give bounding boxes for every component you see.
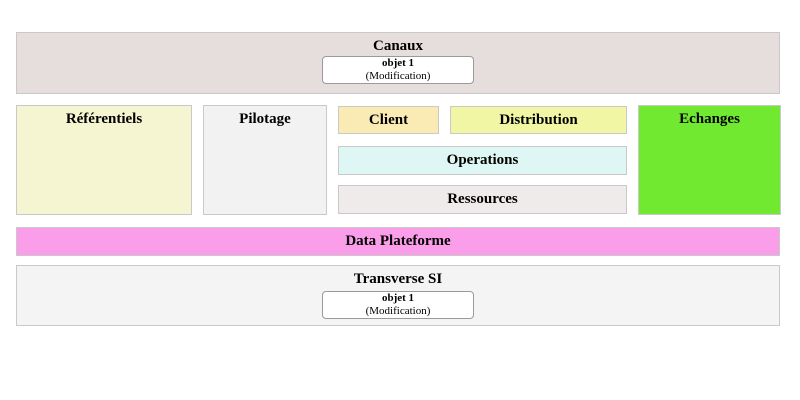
canaux-objet-node[interactable]: objet 1 (Modification) [322, 56, 474, 84]
zone-ressources-label: Ressources [447, 191, 518, 208]
canaux-objet-name: objet 1 [381, 57, 415, 70]
transverse-si-objet-detail: (Modification) [365, 305, 431, 317]
zone-transverse-si[interactable]: Transverse SI objet 1 (Modification) [16, 265, 780, 326]
transverse-si-objet-node[interactable]: objet 1 (Modification) [322, 291, 474, 319]
zone-referentiels-label: Référentiels [65, 111, 143, 127]
zone-pilotage-label: Pilotage [239, 111, 291, 127]
zone-canaux-label: Canaux [372, 38, 424, 54]
zone-client[interactable]: Client [338, 106, 439, 134]
zone-transverse-si-label: Transverse SI [353, 271, 443, 287]
zone-canaux[interactable]: Canaux objet 1 (Modification) [16, 32, 780, 94]
transverse-si-objet-name: objet 1 [381, 292, 415, 305]
zone-echanges[interactable]: Echanges [638, 105, 781, 215]
zone-operations[interactable]: Operations [338, 146, 627, 175]
zone-referentiels[interactable]: Référentiels [16, 105, 192, 215]
zone-distribution-label: Distribution [499, 111, 578, 128]
zone-distribution[interactable]: Distribution [450, 106, 627, 134]
zone-data-plateforme[interactable]: Data Plateforme [16, 227, 780, 256]
canaux-objet-detail: (Modification) [365, 70, 431, 82]
zone-ressources[interactable]: Ressources [338, 185, 627, 214]
zone-data-plateforme-label: Data Plateforme [345, 233, 451, 250]
zone-echanges-label: Echanges [679, 111, 740, 127]
zone-client-label: Client [368, 111, 409, 128]
zone-pilotage[interactable]: Pilotage [203, 105, 327, 215]
zone-operations-label: Operations [446, 152, 519, 169]
